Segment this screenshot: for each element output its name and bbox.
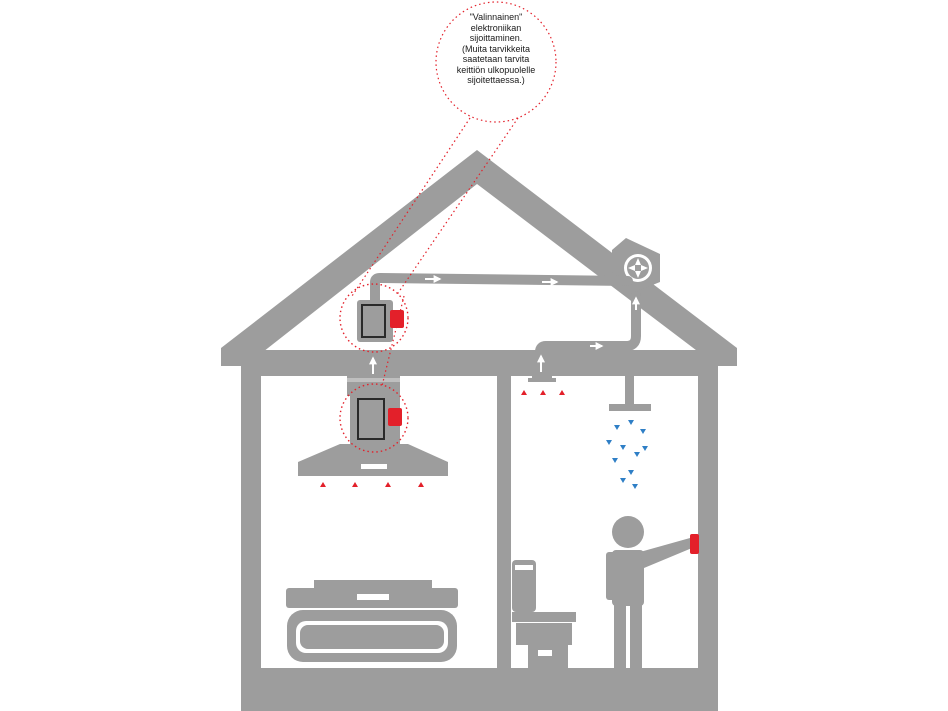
duct-arrows xyxy=(369,275,640,374)
attic-unit-highlight xyxy=(339,283,409,353)
house-outline xyxy=(221,150,737,711)
right-wall xyxy=(698,360,718,711)
shower-head-icon xyxy=(609,376,651,411)
left-wall xyxy=(241,360,261,711)
floor xyxy=(241,668,718,711)
kitchen-air-arrows xyxy=(320,482,424,487)
person-icon xyxy=(606,516,692,668)
cooker-hood-icon xyxy=(298,376,448,476)
water-drops xyxy=(606,420,648,489)
hood-unit-highlight xyxy=(339,383,409,453)
room-ceiling xyxy=(241,364,718,376)
callout-text: "Valinnainen" elektroniikan sijoittamine… xyxy=(456,12,536,85)
wall-switch-icon xyxy=(690,534,699,554)
bathroom-air-arrows xyxy=(521,390,565,395)
fan-motor-unit-icon xyxy=(357,300,404,342)
attic-floor xyxy=(243,350,717,364)
bathroom-exhaust-vent xyxy=(528,372,556,382)
toilet-icon xyxy=(512,560,576,668)
callout-leaders xyxy=(351,1,557,387)
exhaust-duct xyxy=(370,273,641,377)
partition-wall xyxy=(497,376,511,668)
bathtub-icon xyxy=(286,580,458,662)
